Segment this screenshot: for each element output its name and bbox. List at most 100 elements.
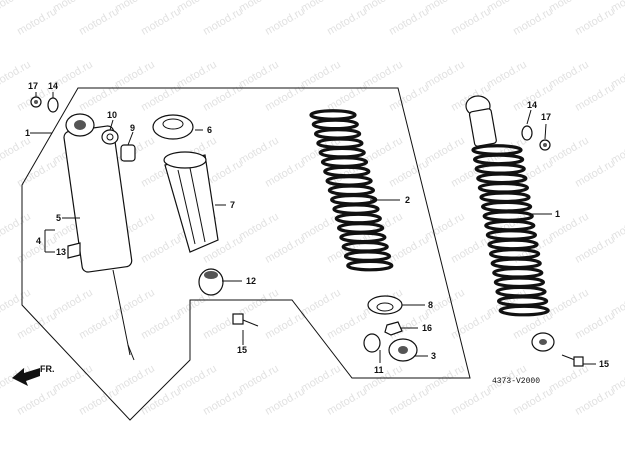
watermark-text: motod.ru (325, 386, 369, 418)
callout-8: 8 (428, 300, 433, 310)
watermark-text: motod.ru (449, 386, 493, 418)
callout-3: 3 (431, 351, 436, 361)
watermark-text: motod.ru (77, 82, 121, 114)
leader-lines (30, 92, 596, 365)
callout-10: 10 (107, 110, 117, 120)
watermark-text: motod.ru (77, 310, 121, 342)
watermark-text: motod.ru (77, 6, 121, 38)
spring-coil (332, 203, 380, 215)
watermark-text: motod.ru (299, 287, 343, 319)
watermark-text: motod.ru (263, 82, 307, 114)
watermark-text: motod.ru (325, 6, 369, 38)
front-arrow: FR. (12, 364, 55, 386)
spring-coil (314, 127, 362, 140)
callout-17-left: 17 (28, 81, 38, 91)
watermark-text: motod.ru (387, 82, 431, 114)
watermark-text: motod.ru (485, 0, 529, 15)
damper-unit-left (63, 113, 135, 361)
callout-5: 5 (56, 213, 61, 223)
watermark-text: motod.ru (263, 310, 307, 342)
watermark-text: motod.ru (201, 386, 245, 418)
watermark-text: motod.ru (263, 158, 307, 190)
callout-17-right: 17 (541, 112, 551, 122)
spring-coil (311, 118, 359, 131)
watermark-text: motod.ru (175, 0, 219, 15)
watermark-text: motod.ru (237, 135, 281, 167)
bush-11 (363, 333, 381, 353)
watermark-text: motod.ru (139, 82, 183, 114)
watermark-text: motod.ru (0, 0, 33, 15)
watermark-text: motod.ru (299, 211, 343, 243)
callout-15-right: 15 (599, 359, 609, 369)
watermark-text: motod.ru (325, 310, 369, 342)
spring-coil (334, 212, 382, 225)
spring-coil (481, 200, 533, 213)
spring-coil (498, 304, 550, 317)
watermark-text: motod.ru (361, 59, 405, 91)
watermark-text: motod.ru (361, 0, 405, 15)
watermark-text: motod.ru (263, 234, 307, 266)
spring-2 (309, 109, 394, 272)
washer-14-left (47, 97, 59, 113)
watermark-text: motod.ru (547, 0, 591, 15)
spring-coil (330, 193, 378, 206)
watermark-text: motod.ru (573, 158, 617, 190)
shock-assembly-right (465, 95, 555, 352)
label-13 (67, 242, 81, 259)
watermark-text: motod.ru (573, 234, 617, 266)
watermark-text: motod.ru (113, 0, 157, 15)
group-outline (21, 87, 471, 421)
watermark-text: motod.ru (547, 135, 591, 167)
watermark-text: motod.ru (299, 59, 343, 91)
spring-coil (492, 266, 544, 279)
watermark-text: motod.ru (573, 310, 617, 342)
watermark-text: motod.ru (51, 287, 95, 319)
front-label: FR. (40, 364, 55, 374)
callout-6: 6 (207, 125, 212, 135)
watermark-text: motod.ru (449, 234, 493, 266)
callouts: 1 1 2 3 4 5 6 7 8 9 10 11 12 13 14 14 15… (25, 81, 609, 375)
watermark-text: motod.ru (299, 0, 343, 15)
watermark-text: motod.ru (299, 363, 343, 395)
spring-coil (327, 184, 375, 197)
watermark-text: motod.ru (139, 386, 183, 418)
spring-coil (479, 191, 531, 204)
watermark-text: motod.ru (237, 287, 281, 319)
retainer-8 (367, 295, 403, 315)
spring-seat-6 (152, 114, 194, 140)
watermark-text: motod.ru (139, 310, 183, 342)
bush-10 (101, 129, 119, 145)
watermark-text: motod.ru (237, 211, 281, 243)
watermark-text: motod.ru (387, 158, 431, 190)
watermark-text: motod.ru (547, 211, 591, 243)
watermark-text: motod.ru (387, 386, 431, 418)
watermark-text: motod.ru (201, 82, 245, 114)
callout-4: 4 (36, 236, 41, 246)
nut-17-right (539, 139, 551, 151)
watermark-text: motod.ru (387, 6, 431, 38)
callout-1-left: 1 (25, 128, 30, 138)
spring-coil (343, 250, 392, 263)
watermark-text: motod.ru (15, 6, 59, 38)
watermark-text: motod.ru (113, 59, 157, 91)
spring-coil (493, 276, 546, 289)
watermark-text: motod.ru (237, 363, 281, 395)
collar-9 (120, 144, 136, 162)
watermark-text: motod.ru (139, 234, 183, 266)
watermark-text: motod.ru (237, 59, 281, 91)
joint-3 (388, 338, 418, 362)
callout-7: 7 (230, 200, 235, 210)
nut-16 (384, 321, 403, 336)
diagram-code: 4373-V2000 (492, 377, 540, 386)
watermark-text: motod.ru (0, 135, 33, 167)
bolt-15-left (232, 313, 259, 327)
watermark-text: motod.ru (113, 363, 157, 395)
callout-14-left: 14 (48, 81, 58, 91)
watermark-text: motod.ru (609, 0, 625, 15)
watermark-text: motod.ru (263, 386, 307, 418)
watermark-text: motod.ru (325, 82, 369, 114)
watermark-text: motod.ru (449, 6, 493, 38)
watermark-text: motod.ru (423, 363, 467, 395)
stopper-12 (198, 268, 224, 296)
